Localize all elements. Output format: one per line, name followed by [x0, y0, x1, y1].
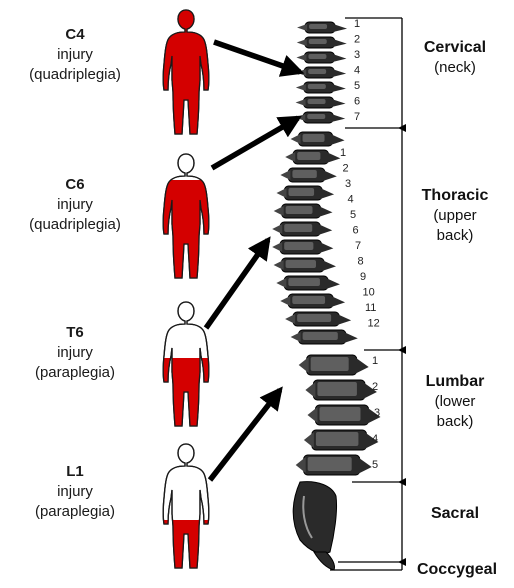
- vertebra-number: 2: [343, 163, 349, 175]
- vertebra-number: 1: [372, 355, 378, 367]
- vertebra-number: 3: [354, 49, 360, 61]
- body-figure-l1: [163, 444, 209, 568]
- region-name: Thoracic: [405, 186, 505, 206]
- arrow-t6: [206, 240, 268, 328]
- vertebra-number: 5: [354, 80, 360, 92]
- vertebra-number: 7: [354, 111, 360, 123]
- region-desc: (lower: [405, 392, 505, 412]
- vertebra-number: 4: [372, 433, 378, 445]
- arrow-c4: [214, 42, 300, 72]
- vertebra: [285, 150, 340, 164]
- region-desc: back): [405, 412, 505, 432]
- paralyzed-area: [163, 10, 209, 134]
- region-desc: back): [405, 226, 505, 246]
- vertebra-number: 5: [372, 459, 378, 471]
- vertebra: [276, 186, 334, 200]
- vertebra: [285, 312, 351, 326]
- vertebra: [272, 240, 333, 254]
- vertebra: [304, 430, 379, 450]
- body-outline: [163, 444, 209, 568]
- vertebra-number: 6: [353, 225, 359, 237]
- region-label-thoracic: Thoracic (upper back): [405, 186, 505, 246]
- body-figure-c6: [163, 154, 209, 278]
- vertebra: [296, 97, 346, 108]
- injury-label-c4: C4 injury (quadriplegia): [0, 25, 150, 85]
- vertebra: [280, 168, 336, 182]
- arrow-l1: [210, 390, 280, 480]
- region-desc: (neck): [405, 58, 505, 78]
- vertebra: [291, 132, 345, 146]
- vertebra-number: 9: [360, 271, 366, 283]
- region-label-sacral: Sacral: [405, 504, 505, 524]
- injury-word: injury: [0, 45, 150, 65]
- vertebra: [276, 276, 340, 290]
- injury-level: L1: [0, 462, 150, 482]
- vertebra: [297, 22, 347, 33]
- vertebra-number: 8: [358, 256, 364, 268]
- region-desc: (upper: [405, 206, 505, 226]
- vertebra: [295, 112, 345, 123]
- injury-label-c6: C6 injury (quadriplegia): [0, 175, 150, 235]
- region-name: Coccygeal: [402, 560, 512, 580]
- vertebra: [296, 455, 372, 475]
- sacrum: [293, 482, 336, 554]
- region-label-coccygeal: Coccygeal: [402, 560, 512, 580]
- vertebra-number: 10: [363, 287, 375, 299]
- vertebra: [299, 355, 369, 375]
- arrow-c6: [212, 118, 298, 168]
- injury-type: (paraplegia): [0, 363, 150, 383]
- vertebra: [274, 204, 333, 218]
- vertebra-number: 2: [372, 381, 378, 393]
- vertebra-number: 2: [354, 34, 360, 46]
- injury-level: C6: [0, 175, 150, 195]
- region-name: Sacral: [405, 504, 505, 524]
- injury-word: injury: [0, 482, 150, 502]
- injury-word: injury: [0, 195, 150, 215]
- coccyx: [314, 552, 335, 570]
- injury-level: C4: [0, 25, 150, 45]
- region-name: Cervical: [405, 38, 505, 58]
- region-label-lumbar: Lumbar (lower back): [405, 372, 505, 432]
- vertebra-number: 7: [355, 240, 361, 252]
- vertebra-number: 1: [340, 147, 346, 159]
- vertebra-number: 1: [354, 18, 360, 30]
- vertebra-number: 3: [374, 407, 380, 419]
- injury-type: (quadriplegia): [0, 215, 150, 235]
- vertebra: [308, 405, 381, 425]
- body-figure-t6: [163, 302, 209, 426]
- vertebra-number: 4: [354, 65, 360, 77]
- vertebra-number: 5: [350, 209, 356, 221]
- vertebra: [280, 294, 345, 308]
- vertebra: [296, 67, 346, 78]
- injury-label-t6: T6 injury (paraplegia): [0, 323, 150, 383]
- vertebra-number: 11: [365, 302, 376, 314]
- region-label-cervical: Cervical (neck): [405, 38, 505, 78]
- vertebra: [305, 380, 377, 400]
- vertebra: [274, 258, 336, 272]
- vertebra: [291, 330, 358, 344]
- vertebra-number: 4: [348, 194, 354, 206]
- injury-type: (paraplegia): [0, 502, 150, 522]
- vertebra: [297, 37, 347, 48]
- vertebra-number: 3: [345, 178, 351, 190]
- injury-word: injury: [0, 343, 150, 363]
- body-figure-c4: [163, 10, 209, 134]
- vertebra-number: 12: [368, 318, 380, 330]
- injury-label-l1: L1 injury (paraplegia): [0, 462, 150, 522]
- vertebra-number: 6: [354, 96, 360, 108]
- vertebra: [296, 52, 346, 63]
- vertebra: [272, 222, 332, 236]
- injury-type: (quadriplegia): [0, 65, 150, 85]
- region-name: Lumbar: [405, 372, 505, 392]
- injury-level: T6: [0, 323, 150, 343]
- vertebra: [296, 82, 346, 93]
